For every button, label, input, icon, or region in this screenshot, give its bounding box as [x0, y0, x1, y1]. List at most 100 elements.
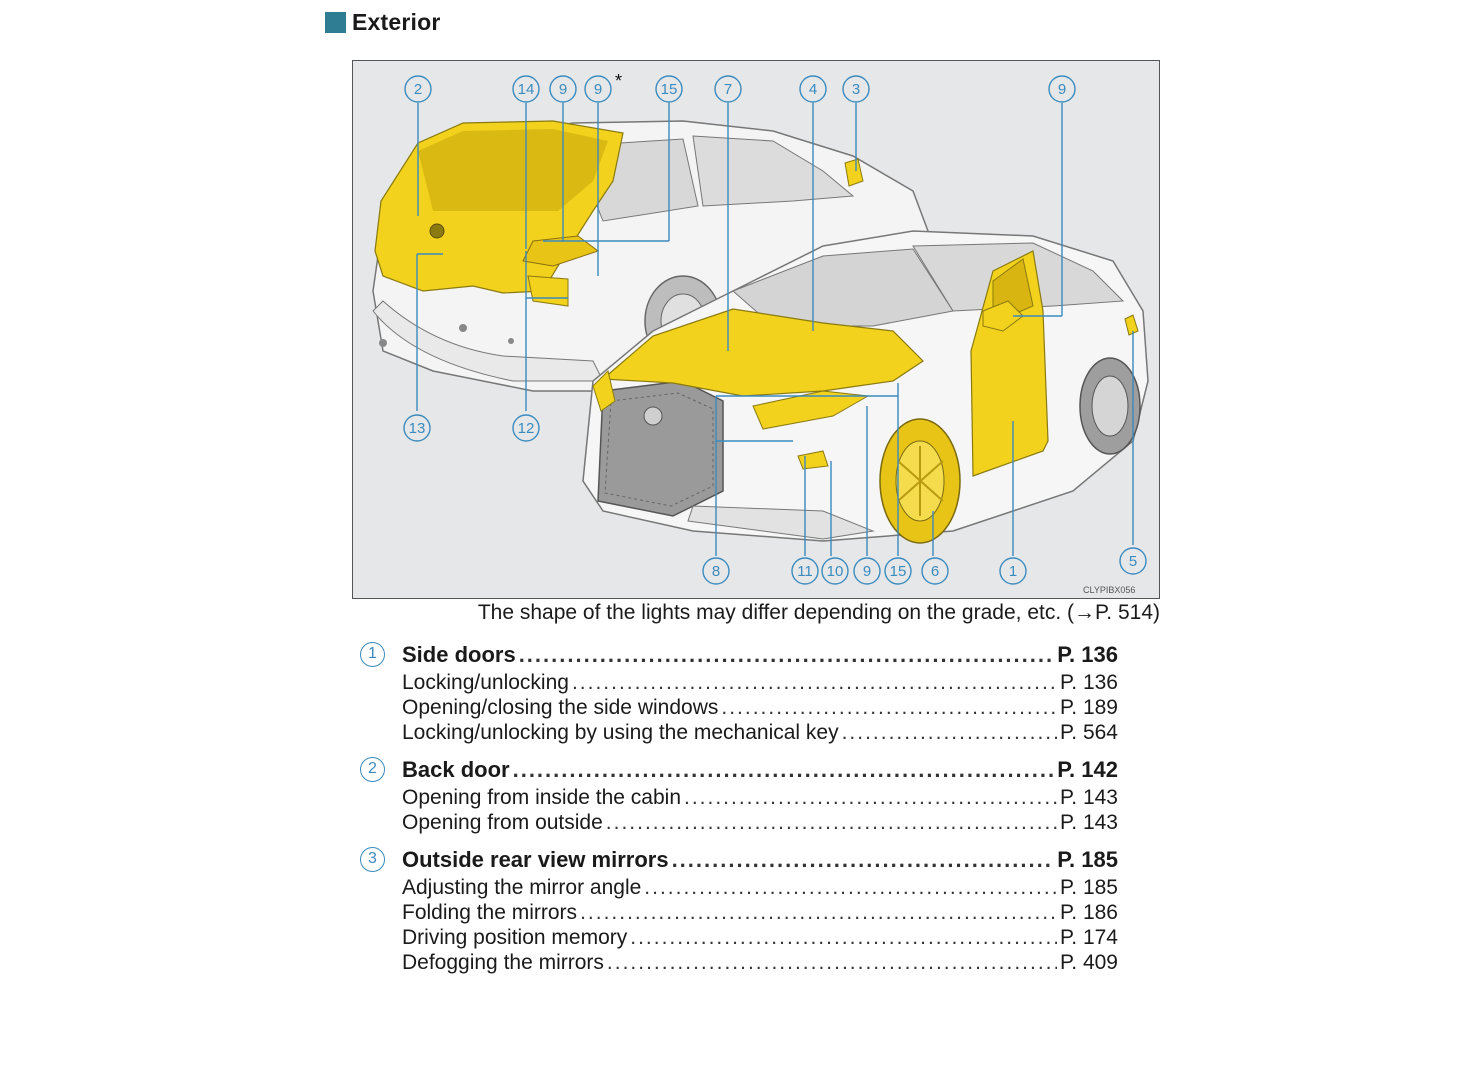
subentry-label: Defogging the mirrors: [402, 951, 604, 974]
entry-title: Outside rear view mirrors: [402, 847, 669, 872]
callout-15: [655, 75, 683, 103]
callout-6: [921, 557, 949, 585]
page-reference[interactable]: P. 185: [1059, 876, 1118, 899]
section-title: Exterior: [352, 8, 441, 35]
callout-number: 5: [1129, 553, 1137, 570]
callout-number: 9: [594, 81, 602, 98]
callout-10: [821, 557, 849, 585]
leader-dots: [672, 845, 1055, 875]
callout-number: 9: [1058, 81, 1066, 98]
subentry-label: Opening from outside: [402, 811, 603, 834]
index-subentry[interactable]: Locking/unlocking by using the mechanica…: [402, 720, 1118, 745]
page-reference[interactable]: P. 143: [1059, 786, 1118, 809]
callout-3: [842, 75, 870, 103]
item-number-badge: 1: [360, 642, 385, 667]
index-subentry[interactable]: Adjusting the mirror angle P. 185: [402, 875, 1118, 900]
optional-asterisk: *: [615, 71, 622, 91]
callout-number: 9: [559, 81, 567, 98]
exterior-illustration: 2 14 9 9 15 7 4 3 9 13 12 8 11 10 9 15 6…: [352, 60, 1160, 599]
figure-code: CLYPIBX056: [1083, 585, 1135, 595]
leader-dots: [606, 810, 1057, 835]
leader-dots: [684, 785, 1057, 810]
callout-9: [1048, 75, 1076, 103]
callout-8: [702, 557, 730, 585]
page-reference[interactable]: P. 409: [1059, 951, 1118, 974]
page-reference[interactable]: P. 143: [1059, 811, 1118, 834]
index-subentry[interactable]: Opening from outside P. 143: [402, 810, 1118, 835]
subentry-label: Locking/unlocking by using the mechanica…: [402, 721, 839, 744]
callout-number: 1: [1009, 563, 1017, 580]
leader-dots: [644, 875, 1057, 900]
subentry-label: Driving position memory: [402, 926, 628, 949]
callout-1: [999, 557, 1027, 585]
callout-13: [403, 414, 431, 442]
subentry-label: Opening/closing the side windows: [402, 696, 719, 719]
subentry-label: Locking/unlocking: [402, 671, 569, 694]
index-entry-outside-mirrors[interactable]: Outside rear view mirrors P. 185: [402, 845, 1118, 875]
index-entry-side-doors[interactable]: Side doors P. 136: [402, 640, 1118, 670]
callout-circles: [403, 75, 1147, 585]
callout-number: 4: [809, 81, 817, 98]
page-reference[interactable]: P. 185: [1057, 847, 1118, 872]
leader-dots: [721, 695, 1057, 720]
item-number-badge: 3: [360, 847, 385, 872]
callout-9: [584, 75, 612, 103]
callout-14: [512, 75, 540, 103]
page-reference[interactable]: P. 186: [1059, 901, 1118, 924]
leader-dots: [519, 640, 1055, 670]
callout-11: [791, 557, 819, 585]
entry-title: Side doors: [402, 642, 516, 667]
entry-title: Back door: [402, 757, 510, 782]
index-subentry[interactable]: Defogging the mirrors P. 409: [402, 950, 1118, 975]
car-diagram: 2 14 9 9 15 7 4 3 9 13 12 8 11 10 9 15 6…: [372, 71, 1149, 595]
leader-dots: [513, 755, 1055, 785]
leader-dots: [607, 950, 1057, 975]
callout-2: [404, 75, 432, 103]
callout-leaders: [416, 103, 1134, 556]
callout-number: 12: [518, 420, 535, 437]
callout-number: 2: [414, 81, 422, 98]
callout-12: [512, 414, 540, 442]
callout-9: [853, 557, 881, 585]
callout-number: 9: [863, 563, 871, 580]
callout-4: [799, 75, 827, 103]
index-subentry[interactable]: Folding the mirrors P. 186: [402, 900, 1118, 925]
callout-number: 6: [931, 563, 939, 580]
index-subentry[interactable]: Opening from inside the cabin P. 143: [402, 785, 1118, 810]
index-group-back-door: 2 Back door P. 142 Opening from inside t…: [360, 755, 1118, 835]
callout-number: 15: [890, 563, 907, 580]
index-subentry[interactable]: Driving position memory P. 174: [402, 925, 1118, 950]
section-marker-icon: [325, 11, 346, 33]
callout-numbers: 2 14 9 9 15 7 4 3 9 13 12 8 11 10 9 15 6…: [409, 81, 1138, 580]
callout-number: 11: [797, 563, 813, 580]
page-reference[interactable]: P. 174: [1059, 926, 1118, 949]
leader-dots: [580, 900, 1057, 925]
callout-9: [549, 75, 577, 103]
leader-dots: [842, 720, 1057, 745]
figure-caption: The shape of the lights may differ depen…: [477, 601, 1160, 624]
callout-number: 13: [409, 420, 426, 437]
page-reference[interactable]: P. 136: [1057, 642, 1118, 667]
callout-5: [1119, 547, 1147, 575]
page-reference[interactable]: P. 564: [1059, 721, 1118, 744]
callout-number: 3: [852, 81, 860, 98]
subentry-label: Folding the mirrors: [402, 901, 578, 924]
leader-dots: [572, 670, 1057, 695]
callout-number: 14: [518, 81, 535, 98]
callout-number: 8: [712, 563, 720, 580]
subentry-label: Opening from inside the cabin: [402, 786, 681, 809]
index-subentry[interactable]: Locking/unlocking P. 136: [402, 670, 1118, 695]
callout-number: 10: [827, 563, 844, 580]
page-reference[interactable]: P. 142: [1057, 757, 1118, 782]
index-subentry[interactable]: Opening/closing the side windows P. 189: [402, 695, 1118, 720]
callout-7: [714, 75, 742, 103]
index-entry-back-door[interactable]: Back door P. 142: [402, 755, 1118, 785]
section-heading: Exterior: [325, 8, 441, 36]
index-group-outside-mirrors: 3 Outside rear view mirrors P. 185 Adjus…: [360, 845, 1118, 975]
callout-number: 15: [661, 81, 678, 98]
callout-number: 7: [724, 81, 732, 98]
page-reference[interactable]: P. 136: [1059, 671, 1118, 694]
leader-dots: [630, 925, 1057, 950]
hood-highlight: [601, 308, 924, 397]
page-reference[interactable]: P. 189: [1059, 696, 1118, 719]
